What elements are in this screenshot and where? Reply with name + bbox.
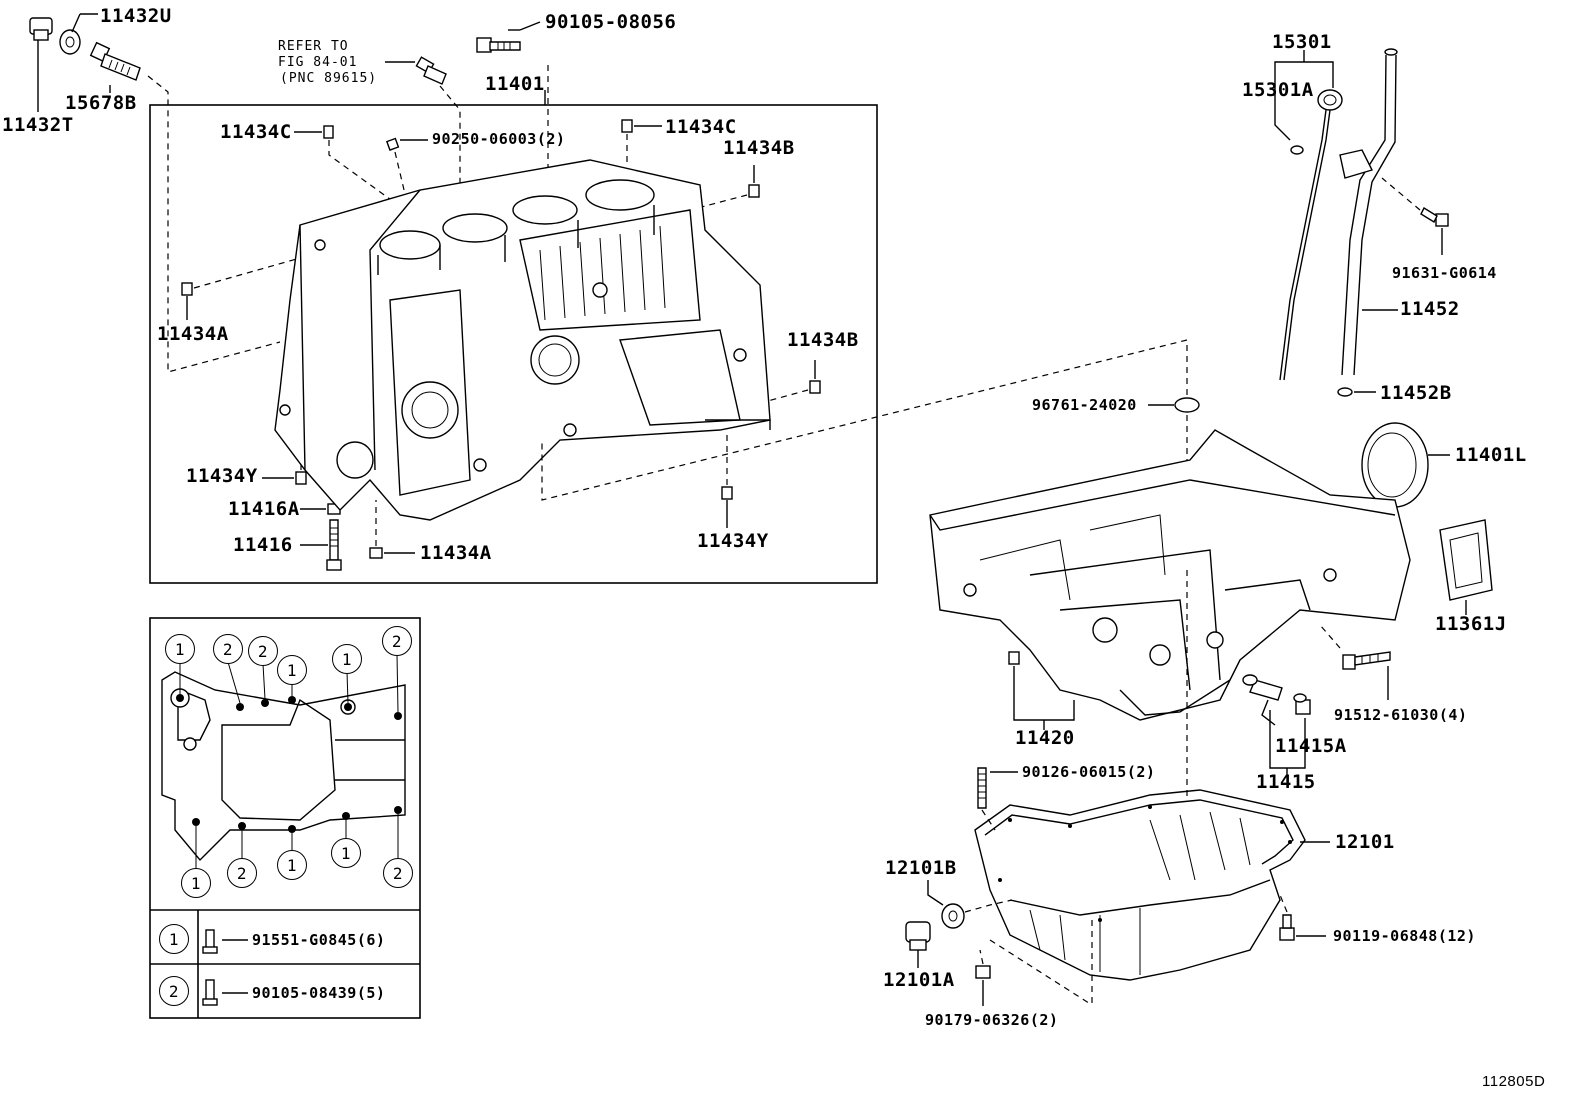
bolt-pattern-box: [149, 617, 421, 1019]
bolt-pattern-outline: [161, 671, 406, 862]
legend-mark-1: 1: [159, 924, 189, 954]
label-11434C-right: 11434C: [665, 116, 737, 138]
label-11434A-bottom: 11434A: [420, 542, 492, 564]
legend-part-2: 90105-08439(5): [252, 984, 386, 1002]
label-11434B-mid: 11434B: [787, 329, 859, 351]
label-11432U: 11432U: [100, 5, 172, 27]
ref-line-2: FIG 84-01: [278, 55, 358, 70]
label-11434Y-right: 11434Y: [697, 530, 769, 552]
pattern-mark-top-4: 1: [277, 655, 307, 685]
label-12101B: 12101B: [885, 857, 957, 879]
pattern-mark-bottom-2: 2: [227, 858, 257, 888]
legend-mark-2: 2: [159, 976, 189, 1006]
label-15678B: 15678B: [65, 92, 137, 114]
pattern-mark-top-1: 1: [165, 634, 195, 664]
pattern-mark-bottom-5: 2: [383, 858, 413, 888]
washer-12101B: [927, 880, 965, 929]
label-11415A: 11415A: [1275, 735, 1347, 757]
oil-pressure-switch: [385, 56, 447, 85]
union-bolt-15678B: [89, 41, 141, 93]
bolt-90105-08056: [476, 21, 541, 53]
dowel-11434A-bottom: [369, 547, 383, 559]
label-12101: 12101: [1335, 831, 1395, 853]
pattern-mark-top-3: 2: [248, 636, 278, 666]
pin-90250-06003: [385, 137, 400, 151]
dowel-11434C-right: [621, 119, 633, 133]
label-90119-06848: 90119-06848(12): [1333, 927, 1476, 945]
drain-plug-12101A: [905, 921, 931, 968]
label-11452B: 11452B: [1380, 382, 1452, 404]
dowel-11434B-top: [748, 184, 760, 198]
ref-line-1: REFER TO: [278, 39, 349, 54]
dowel-11434Y-right: [721, 486, 733, 500]
bolt-pattern-dots: [176, 694, 402, 833]
bolt-90119-06848: [1279, 894, 1326, 941]
label-90126-06015: 90126-06015(2): [1022, 763, 1156, 781]
bolt-91631-G0614: [1381, 177, 1449, 255]
legend-bolt-1: [202, 929, 248, 954]
oil-seal-11401L: [1361, 422, 1450, 508]
label-11401L: 11401L: [1455, 444, 1527, 466]
label-11420: 11420: [1015, 727, 1075, 749]
label-96761-24020: 96761-24020: [1032, 396, 1137, 414]
cylinder-block-frame: [149, 104, 878, 584]
pattern-mark-bottom-1: 1: [181, 868, 211, 898]
label-15301A: 15301A: [1242, 79, 1314, 101]
label-11434Y-left: 11434Y: [186, 465, 258, 487]
label-11434C-left: 11434C: [220, 121, 292, 143]
label-11416A: 11416A: [228, 498, 300, 520]
dowel-11420: [1008, 651, 1020, 665]
label-12101A: 12101A: [883, 969, 955, 991]
label-11434A-left: 11434A: [157, 323, 229, 345]
label-11416: 11416: [233, 534, 293, 556]
crankcase-drawing: [929, 429, 1411, 721]
ref-line-3: (PNC 89615): [280, 71, 378, 86]
oil-pan-12101: [974, 789, 1330, 981]
pattern-mark-bottom-4: 1: [331, 838, 361, 868]
pattern-mark-top-6: 2: [382, 626, 412, 656]
label-11452: 11452: [1400, 298, 1460, 320]
oil-nozzle-11415: [1242, 674, 1311, 775]
dipstick-15301: [1274, 50, 1343, 381]
legend-part-1: 91551-G0845(6): [252, 931, 386, 949]
o-ring-96761: [1174, 397, 1200, 413]
label-91512-61030: 91512-61030(4): [1334, 706, 1468, 724]
label-90250-06003: 90250-06003(2): [432, 130, 566, 148]
dowel-11434A-left: [181, 282, 193, 296]
dipstick-guide-11452: [1337, 48, 1398, 397]
label-90105-08056: 90105-08056: [545, 11, 677, 33]
drain-plug-11432T: [29, 17, 53, 112]
legend-bolt-2: [202, 979, 248, 1006]
cylinder-block-drawing: [274, 159, 771, 521]
nut-90179-06326: [975, 939, 1093, 1006]
label-11361J: 11361J: [1435, 613, 1507, 635]
bolt-11416: [300, 519, 342, 571]
pattern-mark-top-2: 2: [213, 634, 243, 664]
label-11401: 11401: [485, 73, 545, 95]
pattern-mark-bottom-3: 1: [277, 850, 307, 880]
dowel-11434C-left: [323, 125, 334, 139]
pattern-mark-top-5: 1: [332, 644, 362, 674]
label-11432T: 11432T: [2, 114, 74, 136]
washer-11432U: [59, 13, 98, 55]
dowel-11434B-mid: [809, 380, 821, 394]
stud-90126-06015: [977, 767, 1018, 831]
label-11415: 11415: [1256, 771, 1316, 793]
label-11434B-top: 11434B: [723, 137, 795, 159]
figure-id: 112805D: [1482, 1073, 1546, 1090]
gasket-11361J: [1439, 519, 1493, 615]
label-91631-G0614: 91631-G0614: [1392, 264, 1497, 282]
bolt-91512-61030: [1319, 624, 1391, 700]
label-15301: 15301: [1272, 31, 1332, 53]
bolt-pattern-leaders: [179, 653, 399, 868]
label-90179-06326: 90179-06326(2): [925, 1011, 1059, 1029]
dowel-11434Y-left: [295, 471, 307, 485]
bolt-11416A: [300, 503, 341, 515]
